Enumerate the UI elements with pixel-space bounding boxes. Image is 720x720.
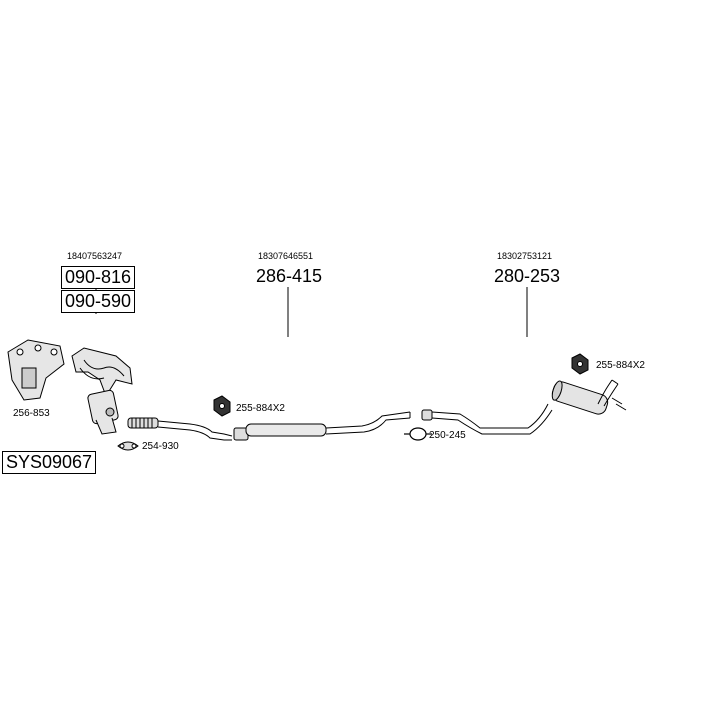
part-number-090-590[interactable]: 090-590 — [61, 290, 136, 313]
oe-number-catalyst: 18407563247 — [67, 251, 123, 261]
system-code: SYS09067 — [2, 451, 97, 474]
part-number-090-816[interactable]: 090-816 — [61, 266, 136, 289]
mount-rear-drawing — [571, 353, 589, 375]
clamp-250-245-drawing — [404, 427, 432, 441]
oe-number-front-pipe: 18307646551 — [258, 251, 314, 261]
oe-number-rear-silencer: 18302753121 — [497, 251, 553, 261]
catalyst-manifold-drawing — [71, 347, 133, 435]
part-number-280-253[interactable]: 280-253 — [494, 266, 561, 286]
label-manifold-gasket[interactable]: 256-853 — [13, 408, 50, 419]
front-pipe-drawing — [127, 411, 411, 441]
label-mount-front[interactable]: 255-884X2 — [236, 403, 285, 414]
rear-silencer-drawing — [421, 379, 627, 435]
mount-front-drawing — [213, 395, 231, 417]
manifold-gasket-drawing — [7, 339, 65, 401]
label-mount-rear[interactable]: 255-884X2 — [596, 360, 645, 371]
label-clamp-middle[interactable]: 250-245 — [429, 430, 466, 441]
part-number-286-415[interactable]: 286-415 — [256, 266, 323, 286]
label-clamp-front[interactable]: 254-930 — [142, 441, 179, 452]
clamp-254-930-drawing — [117, 441, 139, 451]
